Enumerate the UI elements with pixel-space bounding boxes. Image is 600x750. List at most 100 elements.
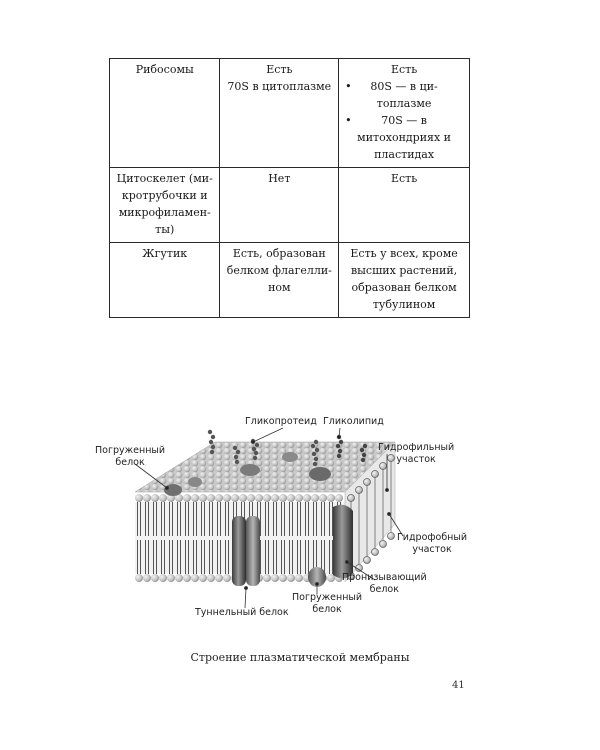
lipid-head <box>295 494 303 502</box>
cell-line: топлазме <box>376 97 432 110</box>
table-cell: Есть 80S — в ци- топлазме 70S — в митохо… <box>338 58 470 168</box>
lipid-head <box>363 478 371 486</box>
table-row: Рибосомы Есть 70S в цитоплазме Есть 80S … <box>108 58 470 168</box>
lipid-head <box>135 574 143 582</box>
label-line: белок <box>369 584 399 595</box>
cell-line: Рибосомы <box>135 63 194 76</box>
lipid-head <box>255 494 263 502</box>
lipid-tail <box>201 540 205 574</box>
lipid-tail <box>177 502 181 536</box>
lipid-head <box>279 494 287 502</box>
lipid-head <box>239 494 247 502</box>
lipid-head <box>263 494 271 502</box>
lipid-head <box>387 532 395 540</box>
lipid-head <box>355 486 363 494</box>
lipid-head <box>159 574 167 582</box>
table-cell: Нет <box>219 167 340 243</box>
table-row: Цитоскелет (ми- кротрубочки и микрофилам… <box>108 167 470 243</box>
label-line: участок <box>412 544 452 555</box>
penetrating-protein <box>333 504 353 579</box>
table-cell: Цитоскелет (ми- кротрубочки и микрофилам… <box>108 167 221 243</box>
lipid-head <box>295 574 303 582</box>
lipid-head <box>303 494 311 502</box>
lipid-tail <box>321 502 325 536</box>
label-penetrating-protein: Пронизывающий белок <box>342 572 427 596</box>
list-item: 70S — в митохондриях и пластидах <box>343 112 465 163</box>
lipid-head <box>371 470 379 478</box>
lipid-head <box>183 574 191 582</box>
lipid-head <box>287 574 295 582</box>
lipid-tail <box>329 540 333 574</box>
membrane-illustration <box>134 427 404 609</box>
page-number: 41 <box>452 680 465 691</box>
lipid-head <box>327 574 335 582</box>
lipid-head <box>151 494 159 502</box>
lipid-head <box>151 574 159 582</box>
lipid-head <box>191 574 199 582</box>
lipid-head <box>355 564 363 572</box>
lipid-tail <box>217 540 221 574</box>
lipid-tail <box>297 540 301 574</box>
lipid-tail <box>201 502 205 536</box>
cell-line: Есть <box>390 63 418 76</box>
label-line: белок <box>312 604 342 615</box>
lipid-head <box>223 574 231 582</box>
lipid-head <box>167 574 175 582</box>
lipid-tail <box>289 540 293 574</box>
lipid-tail <box>169 540 173 574</box>
glycoprotein-chains <box>207 429 320 467</box>
lipid-head <box>215 494 223 502</box>
lipid-head <box>363 556 371 564</box>
glycolipid-chains <box>335 434 368 463</box>
lipid-tail <box>313 502 317 536</box>
lipid-tail <box>209 502 213 536</box>
cell-line: ты) <box>155 223 175 236</box>
lipid-head <box>379 540 387 548</box>
label-line: участок <box>396 454 436 465</box>
lipid-head <box>159 494 167 502</box>
front-heads-top <box>135 494 343 502</box>
label-line: белок <box>115 457 145 468</box>
cell-line: Есть, образован <box>232 247 326 260</box>
lipid-head <box>175 574 183 582</box>
lipid-tail <box>153 502 157 536</box>
figure-caption: Строение плазматической мембраны <box>190 651 410 664</box>
label-line: Гидрофобный <box>397 532 468 543</box>
label-line: Погруженный <box>95 445 166 456</box>
lipid-head <box>327 494 335 502</box>
cell-line: Цитоскелет (ми- <box>116 172 213 185</box>
lipid-tail <box>193 502 197 536</box>
cell-line: белком флагелли- <box>226 264 332 277</box>
lipid-head <box>207 574 215 582</box>
lipid-tail <box>161 502 165 536</box>
label-tunnel-protein: Туннельный белок <box>195 607 289 618</box>
lipid-tail <box>153 540 157 574</box>
lipid-tail <box>281 540 285 574</box>
lipid-tail <box>305 502 309 536</box>
bullet-list: 80S — в ци- топлазме 70S — в митохондрия… <box>343 78 465 163</box>
lipid-tail <box>193 540 197 574</box>
lipid-tail <box>145 502 149 536</box>
lipid-head <box>271 494 279 502</box>
lipid-tail <box>273 540 277 574</box>
cell-line: митохондриях и <box>357 131 452 144</box>
lipid-head <box>215 574 223 582</box>
cell-line: Нет <box>268 172 291 185</box>
lipid-tail <box>273 502 277 536</box>
comparison-table: Рибосомы Есть 70S в цитоплазме Есть 80S … <box>108 58 470 318</box>
lipid-head <box>319 494 327 502</box>
label-hydrophobic: Гидрофобный участок <box>397 532 467 556</box>
lipid-head <box>279 574 287 582</box>
lipid-tail <box>161 540 165 574</box>
lipid-head <box>191 494 199 502</box>
list-item: 80S — в ци- топлазме <box>343 78 465 112</box>
cell-line: Есть <box>390 172 418 185</box>
lipid-tail <box>185 540 189 574</box>
lipid-head <box>175 494 183 502</box>
cell-line: Есть у всех, кроме <box>350 247 458 260</box>
label-immersed-protein-bottom: Погруженный белок <box>292 592 362 616</box>
pointer-lines <box>134 427 404 609</box>
lipid-head <box>263 574 271 582</box>
lipid-tail <box>289 502 293 536</box>
lipid-head <box>311 494 319 502</box>
